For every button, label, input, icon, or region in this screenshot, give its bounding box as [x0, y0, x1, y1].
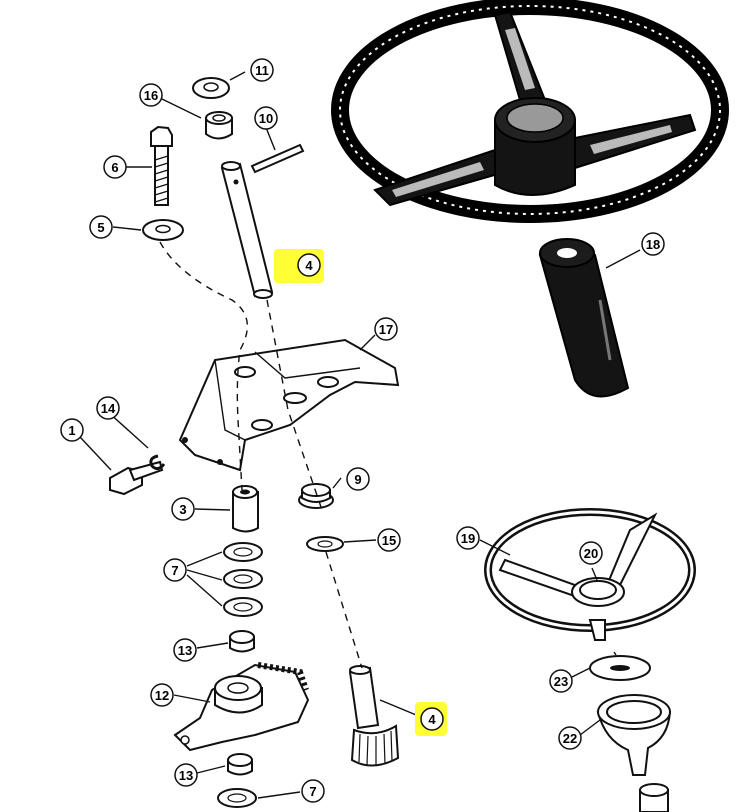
callout-number: 9	[354, 472, 361, 487]
callout-12: 12	[150, 683, 174, 707]
callout-number: 16	[144, 88, 158, 103]
callout-1: 1	[60, 418, 84, 442]
callout-number: 22	[563, 731, 577, 746]
part-16-bushing	[205, 111, 233, 140]
callout-number: 18	[646, 237, 660, 252]
part-23-retainer	[589, 655, 651, 681]
part-11-washer	[192, 77, 230, 99]
callout-number: 12	[155, 688, 169, 703]
callout-11: 11	[250, 58, 274, 82]
callout-number: 20	[584, 546, 598, 561]
assembly-dashed-lines	[159, 241, 617, 669]
part-13-bushings	[227, 630, 255, 776]
callout-number: 13	[178, 643, 192, 658]
callout-16: 16	[139, 83, 163, 107]
part-12-sector-gear	[173, 662, 310, 752]
callout-7-lower: 7	[301, 779, 325, 803]
callout-13-lower: 13	[174, 763, 198, 787]
callout-6: 6	[103, 155, 127, 179]
callout-20: 20	[579, 541, 603, 565]
callout-number: 17	[379, 322, 393, 337]
callout-14: 14	[96, 396, 120, 420]
part-3-spacer	[232, 485, 259, 533]
callout-number: 7	[309, 784, 316, 799]
callout-number: 19	[461, 531, 475, 546]
callout-number: 13	[179, 768, 193, 783]
part-18-steering-column-tube	[538, 238, 630, 398]
part-17-mounting-bracket	[178, 338, 400, 472]
part-10-roll-pin	[250, 143, 305, 174]
callout-3: 3	[171, 497, 195, 521]
callout-number: 11	[255, 63, 269, 78]
callout-18: 18	[641, 232, 665, 256]
part-5-washer	[142, 219, 184, 241]
callout-4-upper: 4	[274, 249, 324, 283]
leader-lines	[79, 71, 641, 799]
part-9-bushing	[298, 483, 334, 509]
part-22-knob	[596, 694, 672, 812]
callout-number: 5	[97, 220, 104, 235]
part-4-pinion-shaft-lower	[348, 665, 400, 767]
steering-wheel-large	[331, 0, 729, 223]
callout-19: 19	[456, 526, 480, 550]
part-14-lock-washer	[149, 454, 166, 471]
callout-number: 23	[554, 674, 568, 689]
part-4-steering-shaft-upper	[220, 161, 274, 299]
part-15-washer	[306, 536, 344, 552]
callout-5: 5	[89, 215, 113, 239]
callout-number: 7	[171, 563, 178, 578]
callout-number: 3	[179, 502, 186, 517]
callout-number: 10	[259, 111, 273, 126]
callout-22: 22	[558, 726, 582, 750]
part-6-bolt	[150, 125, 173, 206]
callout-23: 23	[549, 669, 573, 693]
callout-number: 15	[382, 533, 396, 548]
callout-15: 15	[377, 528, 401, 552]
part-19-steering-wheel-small	[484, 508, 696, 641]
callout-10: 10	[254, 106, 278, 130]
callout-17: 17	[374, 317, 398, 341]
part-20-horn-cap	[571, 577, 625, 607]
callout-4-lower: 4	[415, 702, 447, 736]
callout-number: 1	[68, 423, 75, 438]
callout-number: 6	[111, 160, 118, 175]
callout-13-upper: 13	[173, 638, 197, 662]
callout-number: 4	[305, 258, 313, 273]
callout-9: 9	[346, 467, 370, 491]
callout-number: 14	[101, 401, 116, 416]
callout-number: 4	[428, 712, 436, 727]
part-7-shims	[217, 542, 263, 808]
callout-7-upper: 7	[163, 558, 187, 582]
